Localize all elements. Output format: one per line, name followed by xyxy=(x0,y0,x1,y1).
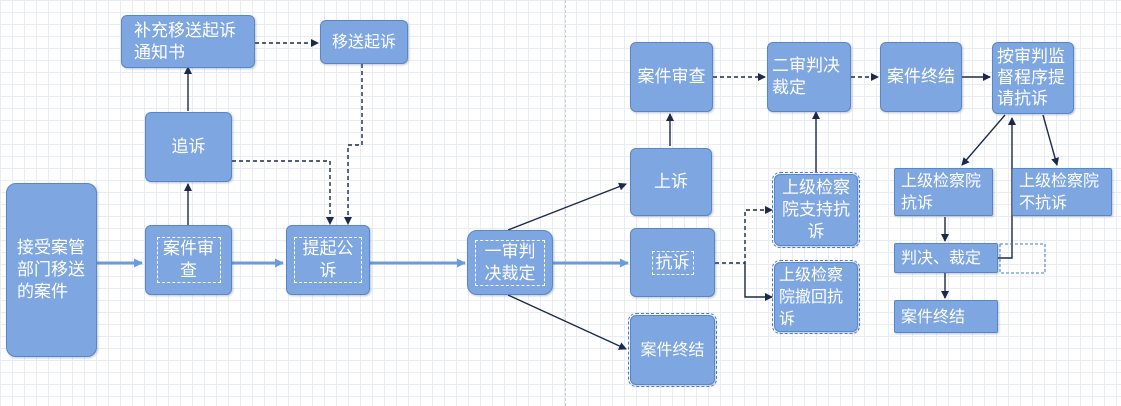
judgment-ruling-label: 判决、裁定 xyxy=(901,248,982,267)
node-review-case-right[interactable]: 案件审查 xyxy=(630,42,713,112)
node-trial-supervision-protest[interactable]: 按审判监督程序提请抗诉 xyxy=(992,42,1074,114)
node-case-closed-bottom[interactable]: 案件终结 xyxy=(894,300,998,333)
node-transfer-prosecution[interactable]: 移送起诉 xyxy=(320,20,408,64)
arrow-supervision-to-superior-protest xyxy=(961,114,1006,166)
arrow-protest-to-withdraw xyxy=(744,263,773,301)
first-instance-label: 一审判决裁定 xyxy=(475,239,545,286)
case-closed-mid-label: 案件终结 xyxy=(640,340,705,359)
transfer-prosecution-label: 移送起诉 xyxy=(331,32,396,51)
review-case-left-label: 案件审查 xyxy=(156,237,221,283)
case-closed-top-label: 案件终结 xyxy=(887,67,955,87)
superior-withdraws-label: 上级检察院撤回抗诉 xyxy=(779,265,844,328)
node-first-instance[interactable]: 一审判决裁定 xyxy=(467,230,553,295)
node-judgment-ruling[interactable]: 判决、裁定 xyxy=(894,243,998,273)
supplementary-charge-label: 追诉 xyxy=(171,137,206,157)
public-prosecution-label: 提起公诉 xyxy=(294,237,362,283)
node-supplement-notice[interactable]: 补充移送起诉通知书 xyxy=(121,15,255,68)
appeal-label: 上诉 xyxy=(654,172,688,192)
trial-supervision-protest-label: 按审判监督程序提请抗诉 xyxy=(997,46,1065,109)
review-case-right-label: 案件审查 xyxy=(637,67,706,87)
superior-protests-label: 上级检察院抗诉 xyxy=(901,171,982,212)
arrow-judgment-to-supervision xyxy=(998,117,1016,259)
node-review-case-left[interactable]: 案件审查 xyxy=(145,225,232,295)
node-appeal[interactable]: 上诉 xyxy=(630,148,712,216)
case-closed-bottom-label: 案件终结 xyxy=(901,306,966,326)
node-superior-protests[interactable]: 上级检察院抗诉 xyxy=(894,168,993,216)
accept-case-label: 接受案管部门移送的案件 xyxy=(17,238,85,302)
node-second-instance[interactable]: 二审判决裁定 xyxy=(767,42,851,112)
node-accept-case[interactable]: 接受案管部门移送的案件 xyxy=(6,183,97,357)
node-superior-not-protest[interactable]: 上级检察院不抗诉 xyxy=(1012,168,1112,216)
superior-supports-label: 上级检察院支持抗诉 xyxy=(782,178,850,242)
judgment-selection-box xyxy=(999,243,1046,274)
arrow-supervision-to-superior-not xyxy=(1042,114,1059,166)
node-superior-supports[interactable]: 上级检察院支持抗诉 xyxy=(772,172,860,248)
node-case-closed-mid[interactable]: 案件终结 xyxy=(628,313,717,387)
arrow-first-to-closed xyxy=(507,294,627,350)
node-case-closed-top[interactable]: 案件终结 xyxy=(880,42,962,112)
supplement-notice-label: 补充移送起诉通知书 xyxy=(134,20,236,63)
node-public-prosecution[interactable]: 提起公诉 xyxy=(286,225,370,295)
node-protest[interactable]: 抗诉 xyxy=(630,228,715,297)
superior-not-protest-label: 上级检察院不抗诉 xyxy=(1019,171,1100,212)
section-divider xyxy=(565,0,566,406)
arrow-first-to-appeal xyxy=(507,182,627,231)
node-supplementary-charge[interactable]: 追诉 xyxy=(145,112,232,182)
protest-label: 抗诉 xyxy=(651,250,694,275)
node-superior-withdraws[interactable]: 上级检察院撤回抗诉 xyxy=(772,260,860,334)
arrow-transfer-to-prosecution xyxy=(344,64,363,225)
arrow-protest-to-support xyxy=(715,206,773,264)
arrow-supplementary-to-prosecution xyxy=(232,160,334,225)
second-instance-label: 二审判决裁定 xyxy=(772,56,840,98)
